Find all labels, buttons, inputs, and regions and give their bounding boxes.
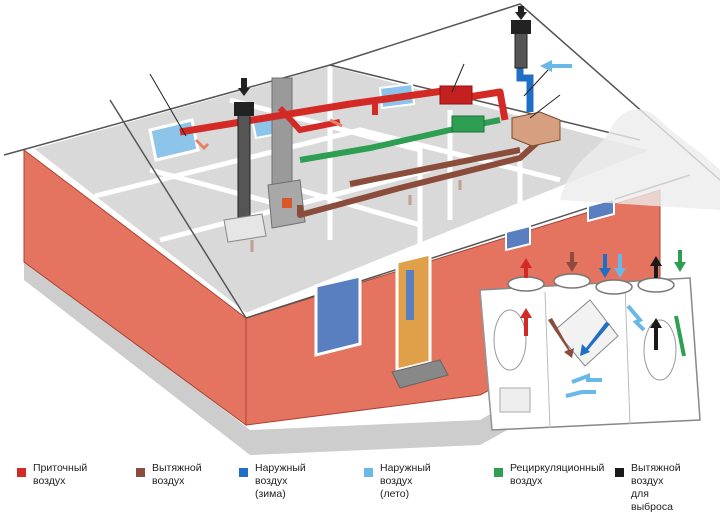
arrow-unit-summer-bottom-2: [565, 390, 596, 398]
arrow-unit-winter: [599, 254, 611, 278]
arrow-unit-discharge-out: [650, 318, 662, 350]
port-2: [553, 273, 591, 289]
chimney: [267, 77, 306, 229]
discharge-pipe-1: [237, 111, 251, 223]
arrow-up-discharge-2: [515, 6, 527, 20]
window-front-1: [505, 224, 531, 252]
door-step: [391, 359, 449, 389]
legend-label-recirculation: Рециркуляционный воздух: [510, 462, 605, 487]
arrow-supply-2: [329, 118, 343, 128]
supply-branch-1: [277, 105, 341, 134]
roof-unit: [511, 111, 561, 147]
discharge-cap-2: [511, 20, 531, 34]
arrow-up-discharge-1: [238, 78, 250, 96]
window-left-wall: [314, 274, 362, 357]
fan-left: [493, 309, 527, 371]
legend-swatch-supply: [17, 468, 26, 477]
unit-arrows: [520, 250, 686, 398]
arrow-unit-exhaust-in: [548, 318, 574, 358]
port-3: [595, 279, 633, 295]
chimney-stack: [271, 77, 293, 189]
arrow-unit-summer-bottom: [571, 373, 602, 384]
legend-swatch-recirculation: [494, 468, 503, 477]
legend-label-exhaust: Вытяжной воздух: [152, 462, 202, 487]
arrow-unit-discharge-top: [650, 256, 662, 278]
port-1: [507, 276, 545, 292]
heat-exchanger-core: [554, 299, 619, 367]
fan-right: [643, 319, 677, 381]
arrow-in-outdoor: [540, 60, 572, 72]
ducts: [179, 20, 561, 243]
exhaust-duct-2: [349, 147, 521, 187]
filter-block: [499, 387, 531, 413]
legend-label-discharge: Вытяжной воздух для выброса: [631, 462, 681, 513]
supply-silencer: [439, 85, 473, 105]
legend-swatch-outdoor-summer: [364, 468, 373, 477]
door-window: [406, 270, 414, 320]
legend-swatch-outdoor-winter: [239, 468, 248, 477]
arrow-unit-recirc-top: [674, 250, 686, 272]
legend-label-supply: Приточный воздух: [33, 462, 88, 487]
wall-windows: [314, 197, 615, 389]
legend-label-outdoor-summer: Наружный воздух (лето): [380, 462, 431, 500]
fireplace-fire: [282, 198, 292, 208]
ventilation-diagram: [3, 3, 720, 455]
recuperator-unit: [479, 273, 701, 431]
discharge-cap-1: [234, 102, 254, 116]
kitchen-hood: [223, 213, 267, 243]
arrow-unit-supply-top: [520, 258, 532, 278]
arrow-unit-summer: [614, 254, 626, 278]
arrow-unit-recirc-side: [674, 315, 686, 357]
legend-swatch-exhaust: [136, 468, 145, 477]
port-4: [637, 277, 675, 293]
legend: Приточный воздух Вытяжной воздух Наружны…: [0, 462, 720, 513]
arrow-unit-supply-in: [520, 308, 532, 336]
legend-label-outdoor-winter: Наружный воздух (зима): [255, 462, 306, 500]
house-arrows: [194, 6, 572, 252]
arrow-unit-summer-in: [626, 304, 646, 332]
leader-lines: [149, 63, 561, 137]
legend-swatch-discharge: [615, 468, 624, 477]
vent-steam: [560, 109, 720, 210]
recirculation-unit: [451, 115, 485, 133]
arrow-unit-exhaust-top: [566, 252, 578, 272]
arrow-supply-1: [194, 138, 210, 151]
arrow-unit-winter-in: [580, 322, 610, 356]
